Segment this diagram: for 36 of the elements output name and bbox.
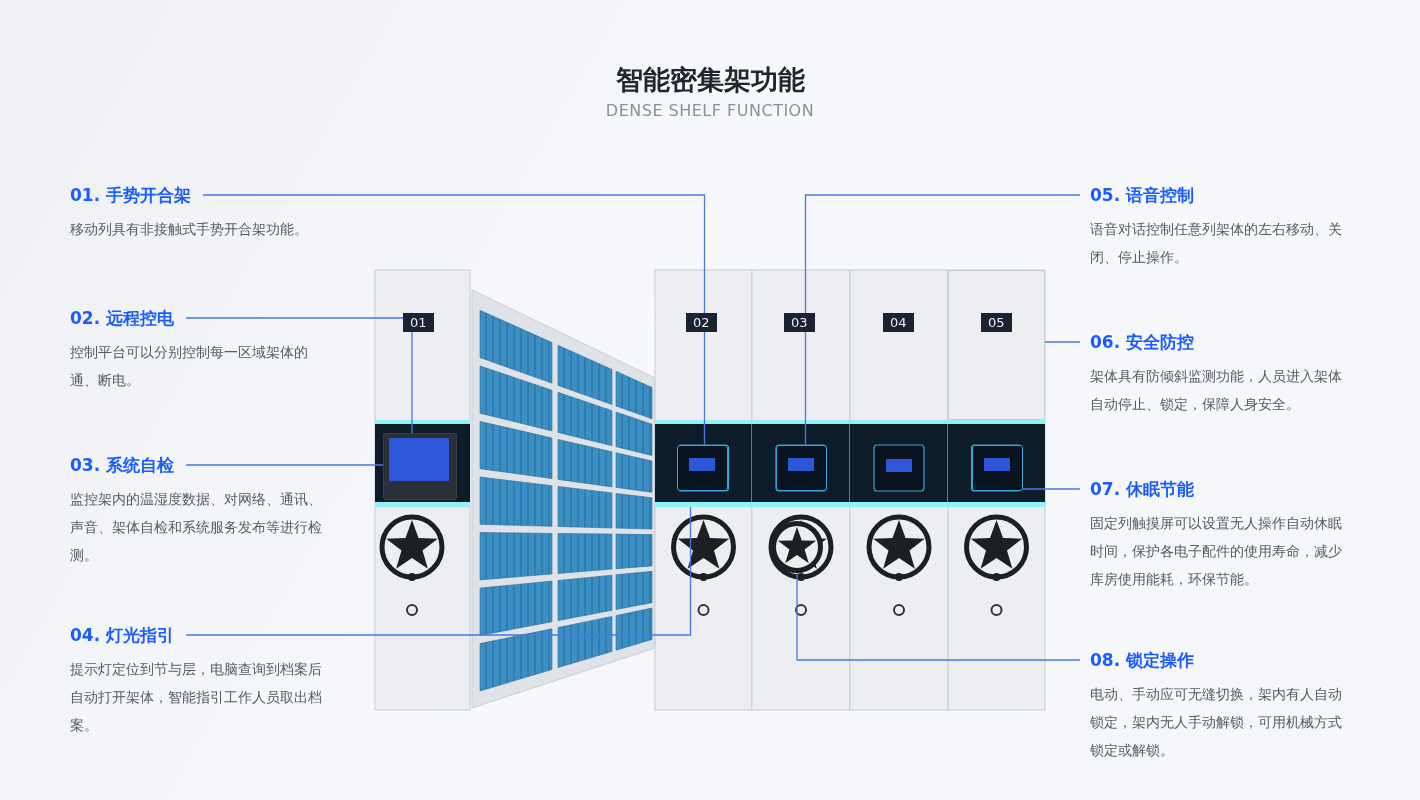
control-panel [677, 445, 728, 491]
column-number-tag: 02 [686, 313, 717, 332]
control-panel [776, 445, 827, 491]
feature-heading: 05. 语音控制 [1090, 184, 1195, 207]
feature-description: 电动、手动应可无缝切换，架内有人自动锁定，架内无人手动解锁，可用机械方式锁定或解锁。 [1090, 685, 1343, 760]
feature-description: 监控架内的温湿度数据、对网络、通讯、声音、架体自检和系统服务发布等进行检测。 [70, 490, 323, 565]
subtitle: DENSE SHELF FUNCTION [605, 100, 815, 122]
leader-line [202, 194, 706, 446]
feature-heading: 02. 远程控电 [70, 307, 175, 330]
title: 智能密集架功能 [615, 63, 805, 97]
shelf-door-panel [948, 270, 1045, 420]
feature-description: 架体具有防倾斜监测功能，人员进入架体自动停止、锁定，保障人身安全。 [1090, 367, 1343, 414]
column-number-tag: 01 [403, 313, 434, 332]
column-number-tag: 03 [784, 313, 815, 332]
leader-line [185, 464, 384, 466]
feature-description: 提示灯定位到节与层，电脑查询到档案后自动打开架体，智能指引工作人员取出档案。 [70, 660, 323, 735]
feature-description: 控制平台可以分别控制每一区域架体的通、断电。 [70, 343, 309, 390]
feature-description: 语音对话控制任意列架体的左右移动、关闭、停止操作。 [1090, 220, 1343, 267]
leader-line [1044, 341, 1081, 343]
feature-heading: 06. 安全防控 [1090, 331, 1195, 354]
feature-heading: 01. 手势开合架 [70, 184, 192, 207]
leader-line [796, 572, 1081, 661]
feature-description: 固定列触摸屏可以设置无人操作自动休眠时间，保护各电子配件的使用寿命，减少库房使用能耗，环保节能。 [1090, 514, 1343, 589]
touchscreen [383, 433, 457, 500]
leader-line [1022, 488, 1081, 490]
feature-heading: 04. 灯光指引 [70, 624, 175, 647]
feature-heading: 08. 锁定操作 [1090, 649, 1195, 672]
column-number-tag: 04 [883, 313, 914, 332]
leader-line [185, 506, 692, 636]
control-panel [972, 445, 1023, 491]
feature-heading: 03. 系统自检 [70, 454, 175, 477]
feature-heading: 07. 休眠节能 [1090, 478, 1195, 501]
leader-line [185, 317, 413, 434]
column-number-tag: 05 [981, 313, 1012, 332]
feature-description: 移动列具有非接触式手势开合架功能。 [70, 220, 309, 239]
leader-line [804, 194, 1081, 446]
